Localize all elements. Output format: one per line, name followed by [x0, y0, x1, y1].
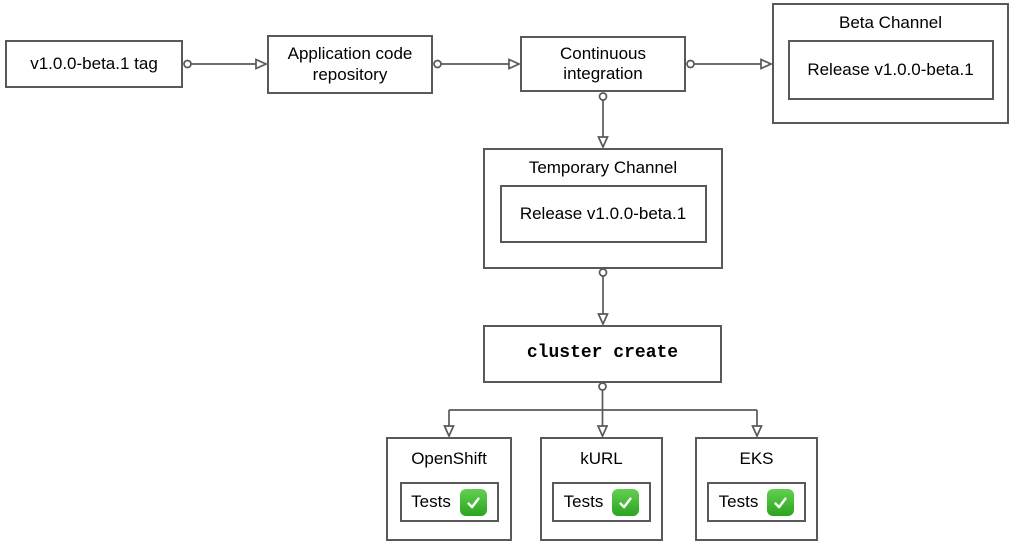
kurl-tests-label: Tests: [563, 492, 604, 512]
eks-title: EKS: [739, 449, 774, 468]
openshift-tests-label: Tests: [411, 492, 451, 512]
node-openshift-tests: Tests: [399, 482, 499, 523]
container-temporary-channel: Temporary Channel Release v1.0.0-beta.1: [483, 148, 723, 269]
container-eks: EKS Tests: [695, 437, 818, 541]
node-version-tag: v1.0.0-beta.1 tag: [5, 40, 183, 88]
green-check-icon: [612, 488, 640, 516]
node-continuous-integration: Continuous integration: [520, 36, 686, 92]
arrow-cluster-create-to-clusters: [443, 382, 763, 439]
node-version-tag-label: v1.0.0-beta.1 tag: [30, 53, 158, 73]
node-cluster-create: cluster create: [483, 325, 722, 383]
arrow-repo-to-ci: [433, 58, 522, 70]
node-continuous-integration-label: Continuous integration: [559, 43, 646, 83]
node-application-code-repository-label: Application code repository: [287, 44, 413, 84]
container-openshift: OpenShift Tests: [386, 437, 512, 541]
node-temporary-release-label: Release v1.0.0-beta.1: [519, 204, 687, 224]
node-temporary-release: Release v1.0.0-beta.1: [499, 185, 707, 244]
eks-tests-label: Tests: [718, 492, 759, 512]
container-kurl: kURL Tests: [540, 437, 663, 541]
arrow-ci-to-beta-channel: [686, 58, 774, 70]
arrow-tag-to-repo: [183, 58, 269, 70]
green-check-icon: [767, 488, 795, 516]
arrow-ci-to-temporary-channel: [597, 92, 609, 150]
node-eks-tests: Tests: [707, 482, 806, 523]
node-cluster-create-label: cluster create: [526, 343, 679, 364]
node-application-code-repository: Application code repository: [267, 35, 433, 94]
node-beta-release-label: Release v1.0.0-beta.1: [807, 60, 974, 80]
beta-channel-title: Beta Channel: [838, 13, 943, 32]
kurl-title: kURL: [580, 449, 623, 468]
temporary-channel-title: Temporary Channel: [528, 158, 678, 177]
arrow-temporary-channel-to-cluster-create: [597, 268, 609, 327]
node-kurl-tests: Tests: [552, 482, 651, 523]
openshift-title: OpenShift: [411, 449, 487, 468]
node-beta-release: Release v1.0.0-beta.1: [787, 40, 994, 101]
green-check-icon: [459, 488, 487, 516]
container-beta-channel: Beta Channel Release v1.0.0-beta.1: [772, 3, 1009, 124]
